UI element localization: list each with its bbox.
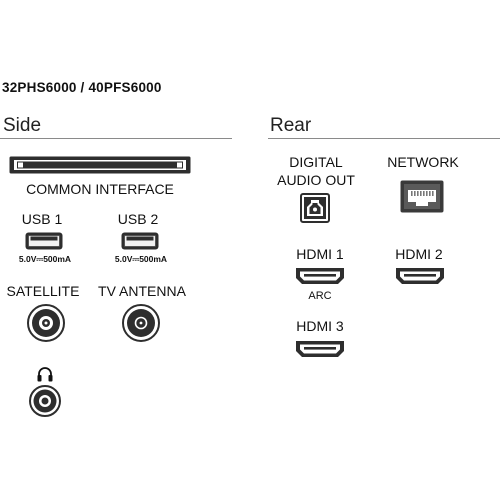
hdmi1-label: HDMI 1 [296,246,344,262]
common-interface-slot-icon [9,156,191,174]
digital-audio-out-label-line2: AUDIO OUT [277,172,355,188]
usb1-label: USB 1 [21,211,63,227]
tv-antenna-connector-icon [122,304,160,342]
ethernet-port-icon [400,180,444,213]
side-section-title: Side [3,115,42,136]
network-label: NETWORK [387,154,459,170]
headphone-icon [37,367,53,382]
tv-antenna-label: TV ANTENNA [98,283,186,299]
optical-audio-port-icon [300,193,330,223]
satellite-connector-icon [27,304,65,342]
satellite-label: SATELLITE [6,283,80,299]
digital-audio-out-label-line1: DIGITAL [289,154,343,170]
hdmi2-label: HDMI 2 [395,246,443,262]
hdmi2-port-icon [396,268,444,284]
usb2-port-icon [121,232,159,250]
hdmi3-label: HDMI 3 [296,318,344,334]
hdmi1-port-icon [296,268,344,284]
hdmi3-port-icon [296,341,344,357]
rear-divider [268,138,500,139]
usb1-rating: 5.0V⎓500mA [18,254,72,264]
digital-audio-out-label: DIGITAL AUDIO OUT [266,153,366,189]
hdmi1-arc-note: ARC [308,290,332,302]
side-divider [0,138,232,139]
headphone-jack-icon [29,385,61,417]
rear-section-title: Rear [270,115,312,136]
common-interface-label: COMMON INTERFACE [26,181,174,197]
usb2-label: USB 2 [117,211,159,227]
usb2-rating: 5.0V⎓500mA [114,254,168,264]
model-number: 32PHS6000 / 40PFS6000 [2,80,162,95]
usb1-port-icon [25,232,63,250]
